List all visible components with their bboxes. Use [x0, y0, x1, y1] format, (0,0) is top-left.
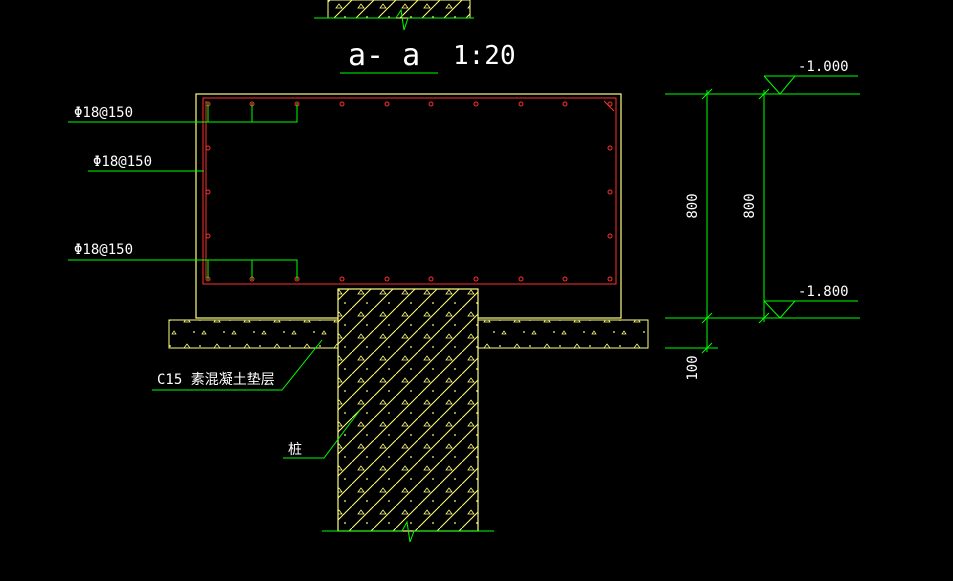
dim-cushion: 100: [685, 355, 701, 380]
rebar-dot: [428, 101, 434, 107]
rebar-dot: [607, 276, 613, 282]
upper-pile-stub: [314, 0, 474, 31]
dimension-lines: 800 800 100: [665, 88, 860, 381]
rebar-annotation-top: Φ18@150: [68, 103, 298, 123]
rebar-dot: [339, 276, 345, 282]
pile-label: 桩: [288, 441, 302, 458]
rebar-dot: [473, 276, 479, 282]
cushion-label: C15 素混凝土垫层: [157, 372, 275, 388]
rebar-annotation-side: Φ18@150: [88, 154, 204, 172]
rebar-annotation-bottom: Φ18@150: [68, 242, 298, 280]
elev-top-label: -1.000: [798, 59, 849, 75]
rebar-dot: [384, 276, 390, 282]
rebar-side-label: Φ18@150: [93, 154, 152, 170]
pile: [322, 288, 494, 543]
dim-height-1: 800: [685, 193, 701, 218]
scale-label: 1:20: [453, 41, 516, 71]
rebar-dot: [205, 233, 211, 239]
rebar-dot: [384, 101, 390, 107]
pile-annotation: 桩: [283, 409, 361, 459]
rebar-dot: [205, 145, 211, 151]
rebar-dot: [205, 189, 211, 195]
rebar-dot: [607, 101, 613, 107]
rebar-dot: [428, 276, 434, 282]
rebar-top-label: Φ18@150: [74, 105, 133, 121]
rebar-dot: [607, 233, 613, 239]
rebar-dot: [607, 145, 613, 151]
section-title: a- a 1:20: [340, 38, 516, 74]
rebar-dots: [205, 101, 613, 282]
rebar-dot: [339, 101, 345, 107]
rebar-dot: [473, 101, 479, 107]
elev-bottom-label: -1.800: [798, 284, 849, 300]
rebar-dot: [518, 276, 524, 282]
dim-height-2: 800: [742, 193, 758, 218]
elevation-marker-top: -1.000: [763, 59, 858, 95]
pile-cap: [195, 93, 622, 319]
section-label: a- a: [348, 38, 420, 73]
rebar-dot: [562, 276, 568, 282]
rebar-bottom-label: Φ18@150: [74, 242, 133, 258]
cushion-annotation: C15 素混凝土垫层: [152, 339, 323, 391]
rebar-dot: [562, 101, 568, 107]
rebar-dot: [518, 101, 524, 107]
rebar-dot: [607, 189, 613, 195]
elevation-marker-bottom: -1.800: [763, 284, 858, 319]
